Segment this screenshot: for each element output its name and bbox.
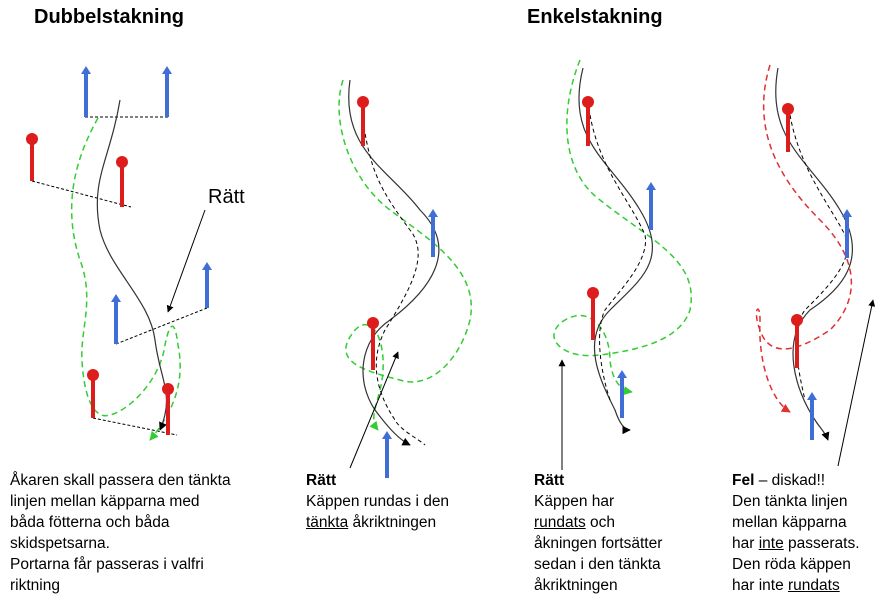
red-pole	[782, 103, 794, 152]
blue-pole	[646, 182, 656, 230]
skier-line	[348, 79, 440, 446]
caption-title: Rätt	[534, 472, 565, 489]
blue-pole	[617, 370, 627, 418]
caption-line: skidspetsarna.	[10, 535, 110, 552]
gate-line	[31, 180, 132, 208]
heading-double-poling: Dubbelstakning	[34, 6, 185, 28]
caption-line: åkriktningen	[534, 577, 618, 594]
heading-single-poling: Enkelstakning	[527, 6, 663, 28]
caption-text: – diskad!!	[754, 472, 826, 489]
ideal-line	[589, 114, 646, 401]
caption-line: riktning	[10, 577, 60, 594]
caption-panel-1: Åkaren skall passera den tänkta linjen m…	[10, 470, 231, 596]
blue-pole	[111, 294, 121, 344]
caption-underlined: tänkta	[306, 514, 349, 531]
caption-line: Den röda käppen	[732, 556, 851, 573]
callout-arrow	[837, 299, 876, 467]
ski-tip-path-wrong	[755, 64, 852, 413]
caption-panel-3: Rätt Käppen har rundats och åkningen for…	[534, 470, 662, 596]
caption-line: Käppen rundas i den	[306, 493, 450, 510]
caption-line: Käppen har	[534, 493, 615, 510]
blue-pole	[428, 209, 438, 257]
skier-line	[96, 99, 168, 431]
caption-line: båda fötterna och båda	[10, 514, 170, 531]
red-pole	[587, 287, 599, 340]
ideal-line	[362, 119, 426, 446]
panel-2-correct	[338, 79, 473, 478]
caption-line: sedan i den tänkta	[534, 556, 661, 573]
skier-line	[775, 67, 853, 441]
red-pole	[367, 317, 379, 370]
caption-title: Fel	[732, 472, 755, 489]
callout-label-ratt: Rätt	[208, 186, 245, 208]
blue-pole	[807, 392, 817, 440]
red-pole	[791, 314, 803, 368]
skier-line	[578, 67, 653, 435]
gate-line	[92, 417, 178, 436]
blue-pole	[382, 431, 392, 478]
caption-panel-2: Rätt Käppen rundas i den tänkta åkriktni…	[306, 470, 449, 533]
caption-underlined: inte	[758, 535, 784, 552]
caption-line: Den tänkta linjen	[732, 493, 848, 510]
caption-text: passerats.	[783, 535, 860, 552]
panel-4-wrong	[755, 64, 876, 467]
blue-pole	[842, 209, 852, 258]
caption-text: åkriktningen	[348, 514, 437, 531]
caption-line: Åkaren skall passera den tänkta	[10, 472, 231, 489]
red-pole	[26, 133, 38, 181]
caption-underlined: rundats	[534, 514, 586, 531]
caption-underlined: rundats	[788, 577, 840, 594]
gate-line	[115, 307, 208, 345]
caption-line: linjen mellan käpparna med	[10, 493, 200, 510]
caption-line: Portarna får passeras i valfri	[10, 556, 204, 573]
red-pole	[582, 96, 594, 146]
caption-line: mellan käpparna	[732, 514, 847, 531]
callout-arrow	[349, 351, 399, 469]
ski-tip-path	[70, 117, 181, 441]
ski-tip-path	[338, 79, 473, 431]
blue-pole	[162, 66, 172, 117]
red-pole	[87, 369, 99, 418]
caption-text: har	[732, 535, 759, 552]
ski-tip-path	[553, 59, 693, 396]
red-pole	[162, 383, 174, 435]
red-pole	[116, 156, 128, 207]
blue-pole	[81, 66, 91, 117]
panel-1-double-gates	[26, 66, 212, 441]
blue-pole	[202, 262, 212, 308]
caption-line: åkningen fortsätter	[534, 535, 663, 552]
callout-arrow	[166, 209, 206, 313]
caption-text: och	[585, 514, 616, 531]
caption-panel-4: Fel – diskad!! Den tänkta linjen mellan …	[732, 470, 860, 596]
caption-title: Rätt	[306, 472, 337, 489]
caption-text: har inte	[732, 577, 789, 594]
panel-3-correct	[553, 59, 693, 470]
red-pole	[357, 96, 369, 146]
